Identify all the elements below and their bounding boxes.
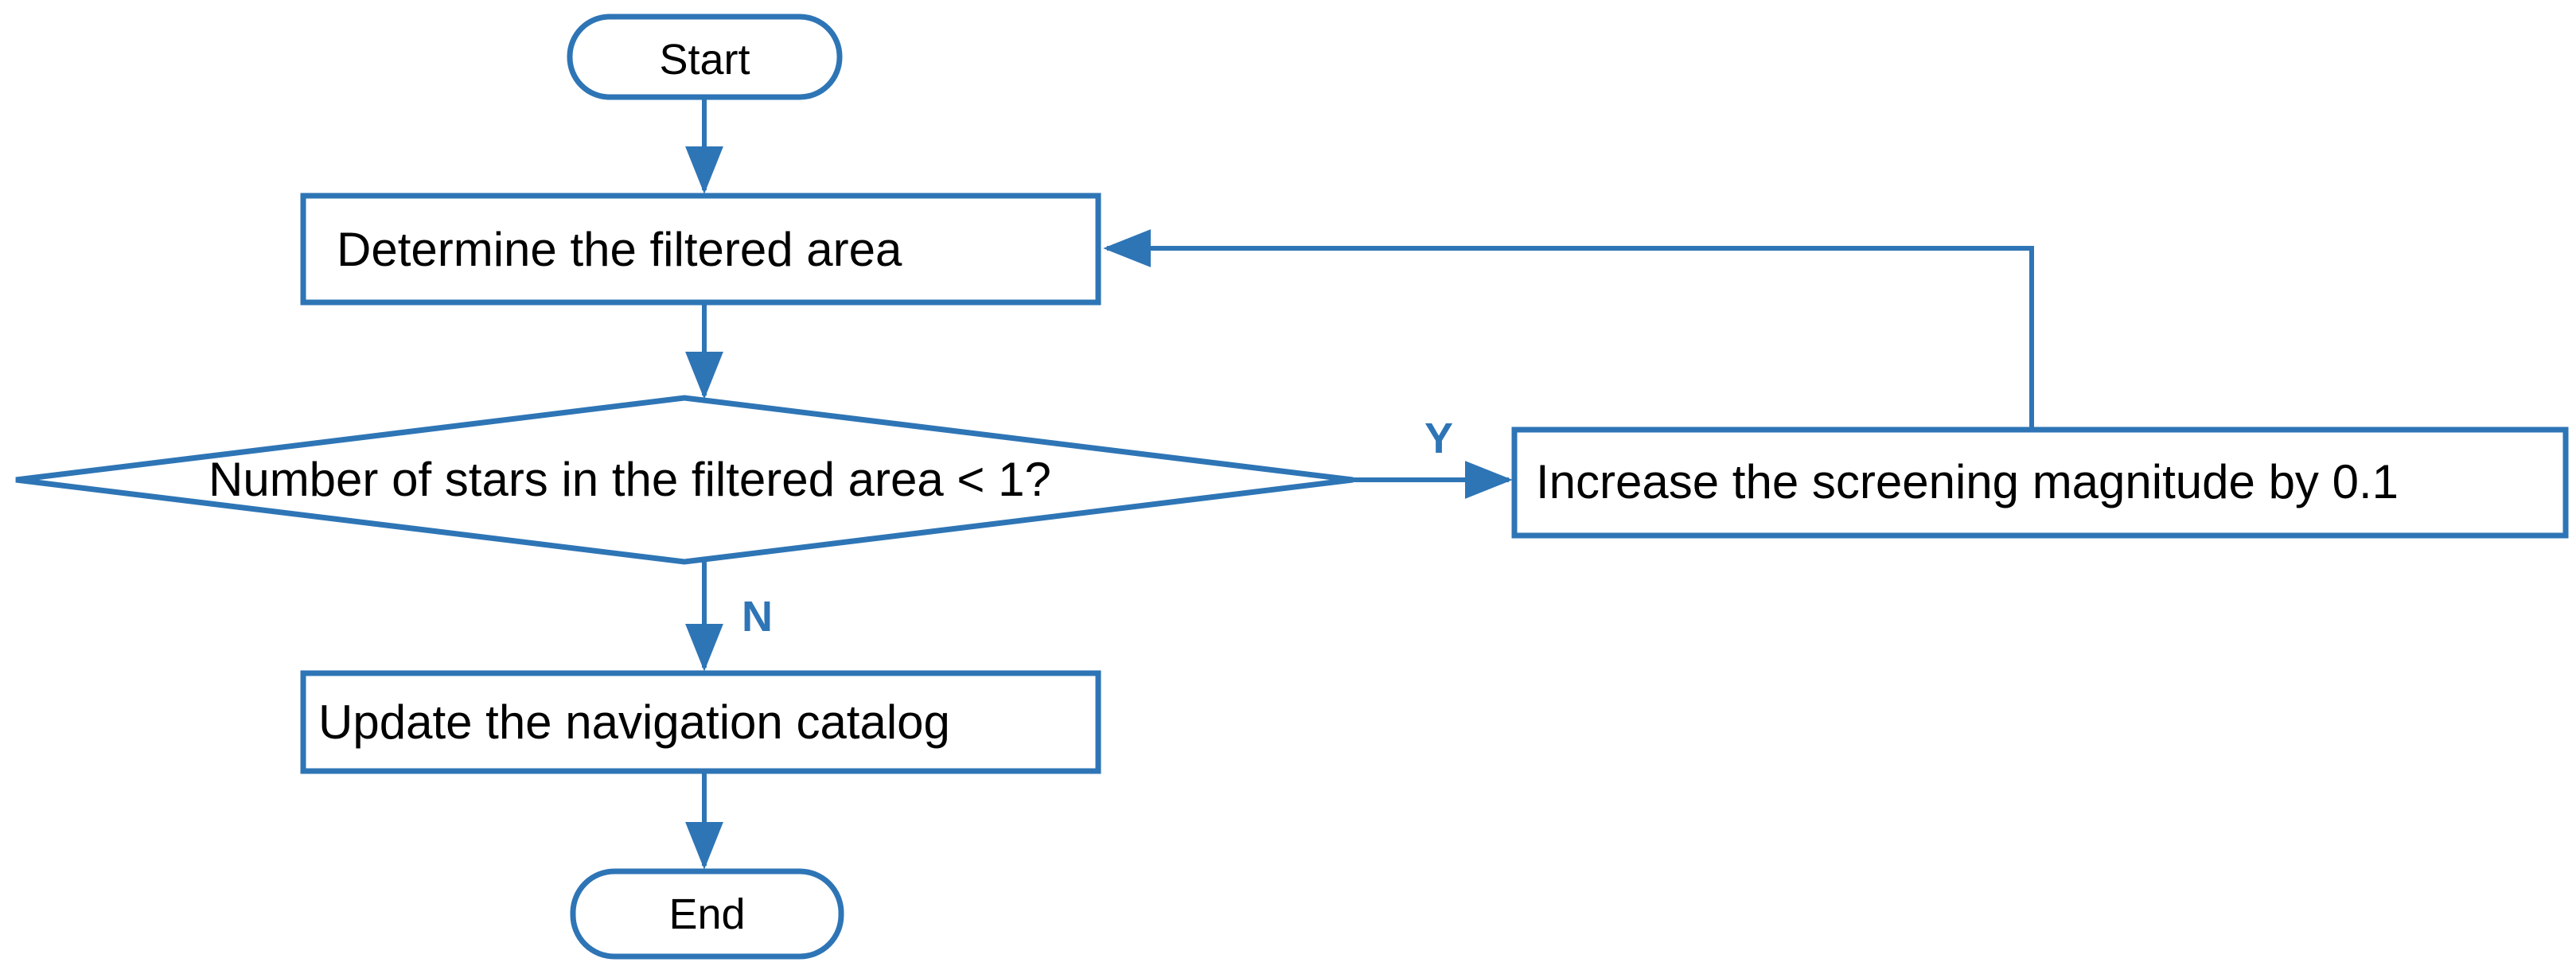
start-terminator-shape[interactable] <box>567 14 843 100</box>
edge-increase-back-to-determine <box>1103 229 2034 427</box>
determine-filtered-area-shape[interactable] <box>300 193 1101 306</box>
branch-label-no: N <box>742 593 773 641</box>
star-count-decision-shape[interactable] <box>15 395 1354 565</box>
increase-screening-magnitude-shape[interactable] <box>1511 427 2569 539</box>
shape-layer <box>15 14 2569 960</box>
connector-layer <box>685 99 2034 870</box>
update-navigation-catalog-shape[interactable] <box>300 670 1101 774</box>
branch-label-yes: Y <box>1424 415 1454 462</box>
end-terminator-shape[interactable] <box>570 868 844 960</box>
